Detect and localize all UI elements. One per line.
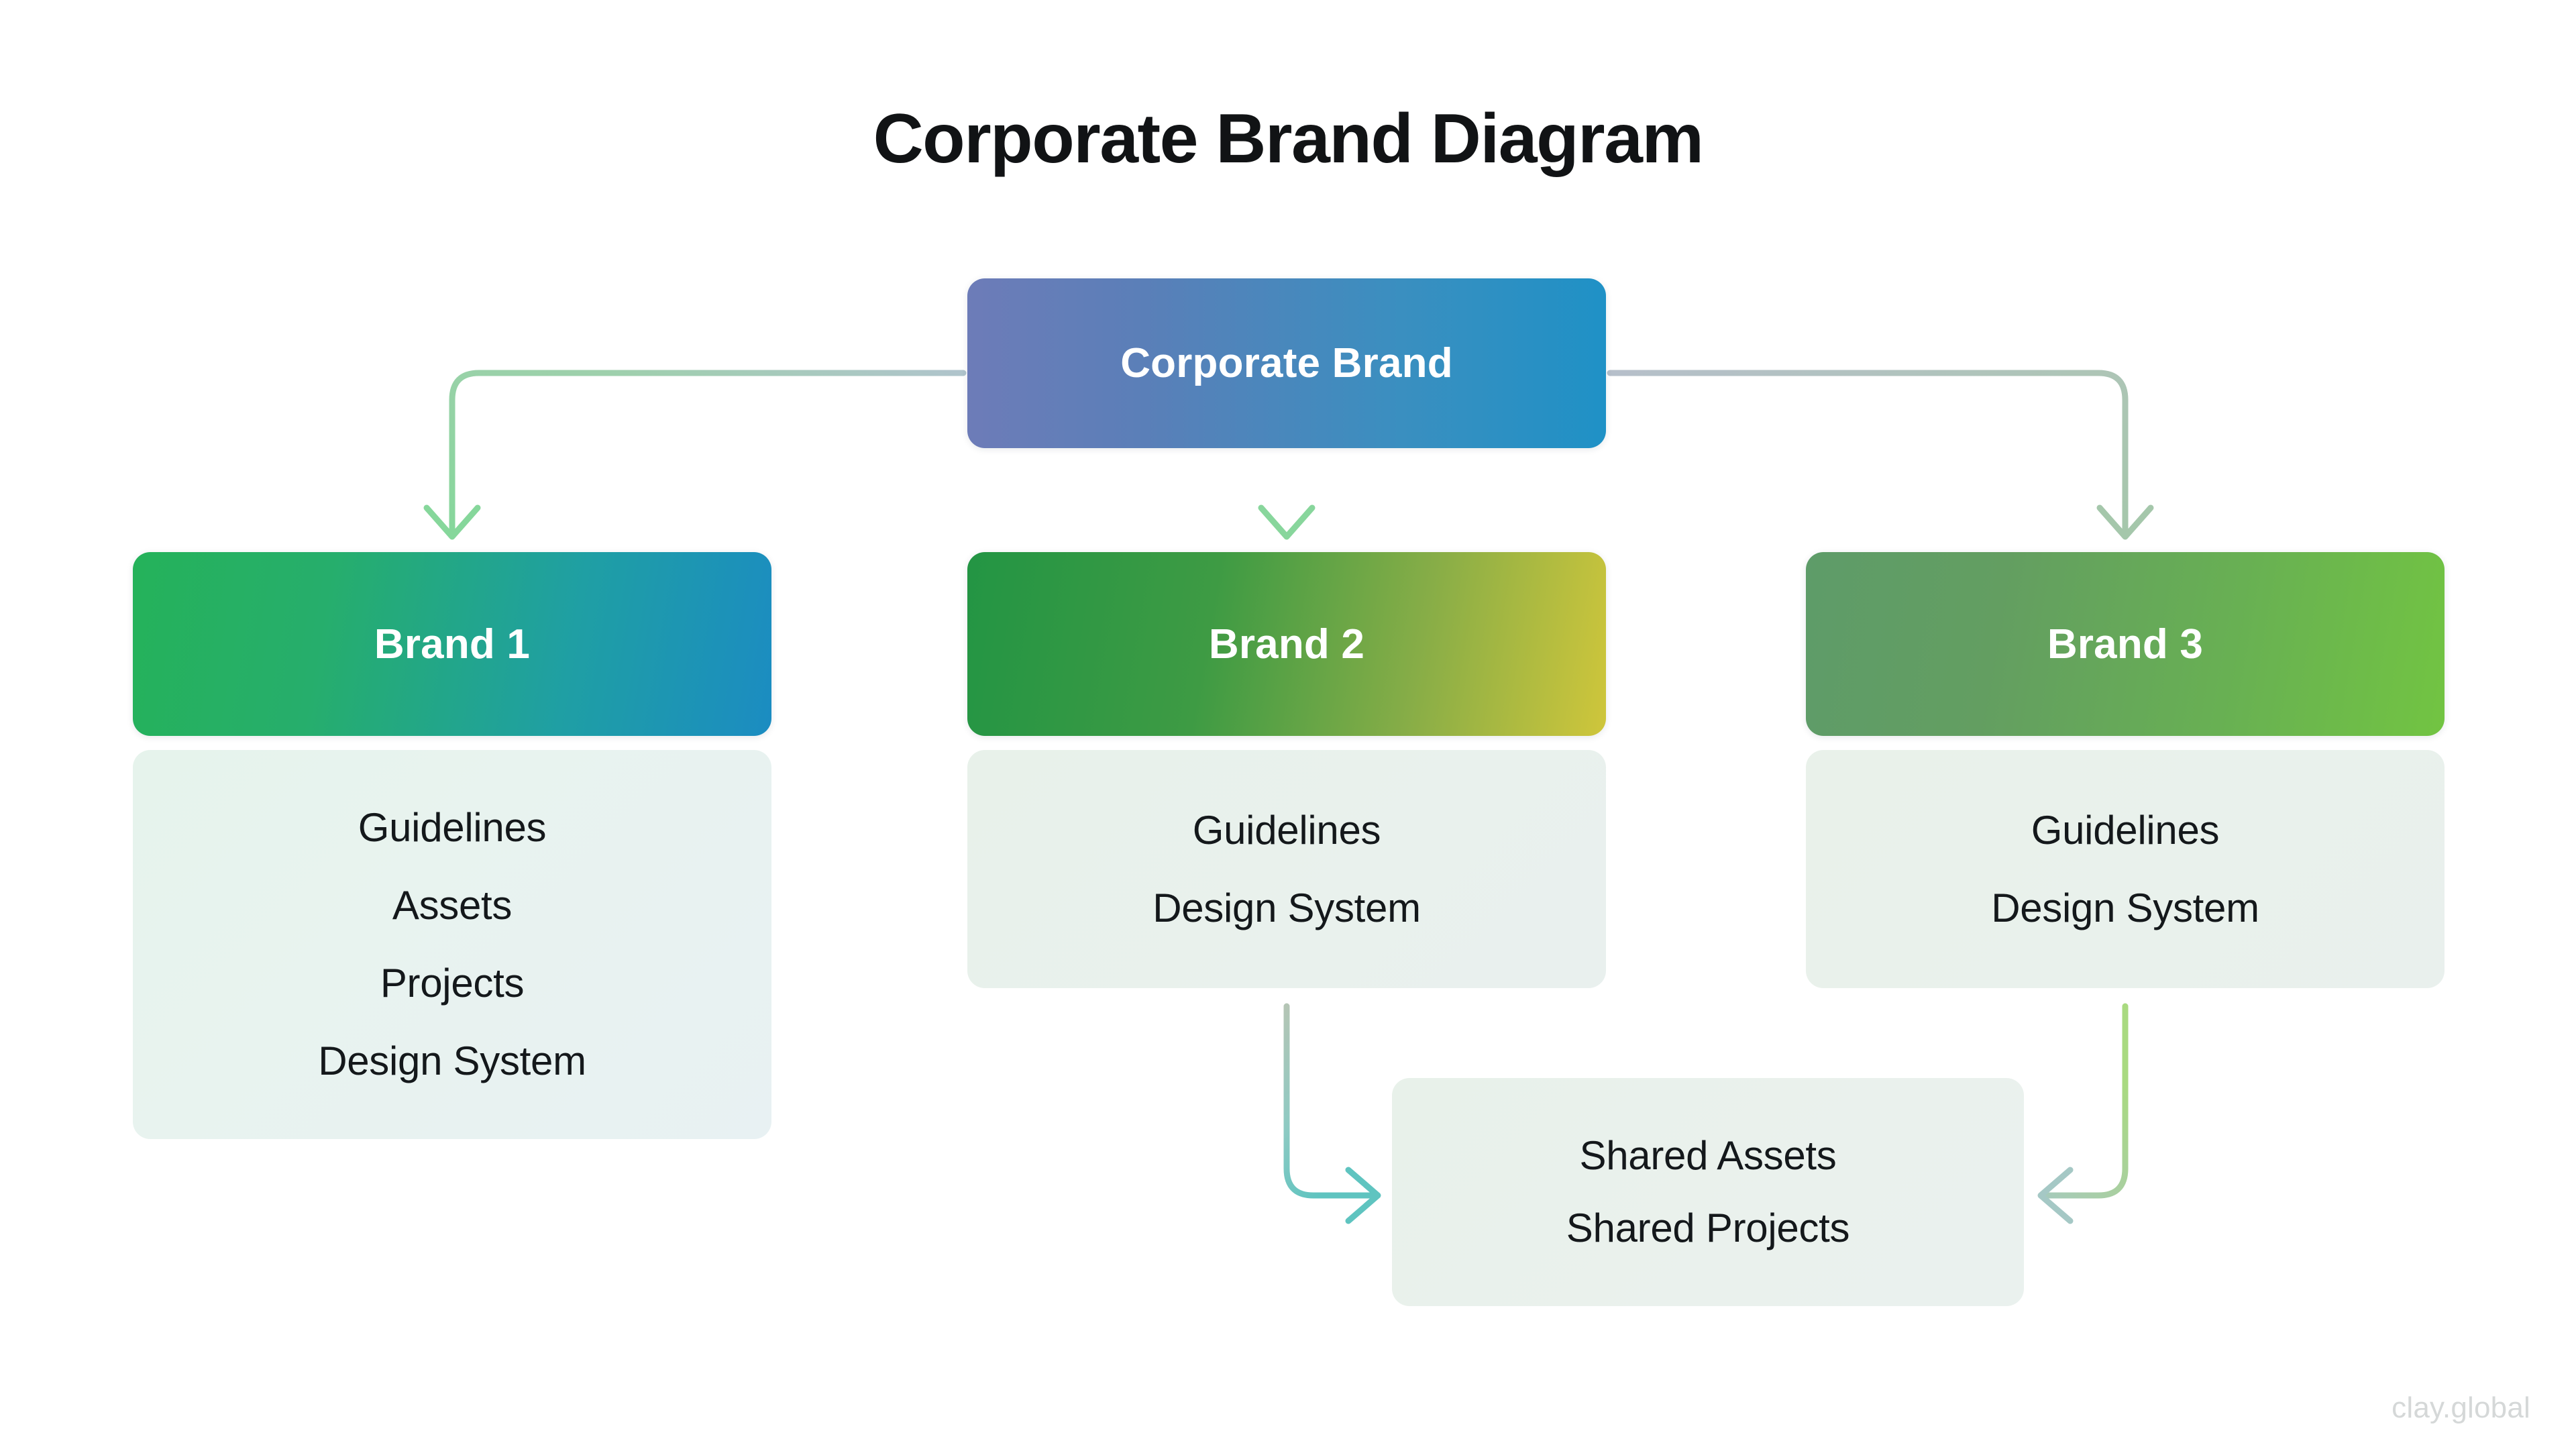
list-item: Guidelines bbox=[358, 805, 547, 850]
panel-brand-1: Guidelines Assets Projects Design System bbox=[133, 750, 771, 1139]
node-brand-2-label: Brand 2 bbox=[1208, 621, 1365, 667]
connector-root-to-brand-1 bbox=[423, 370, 967, 540]
page-title: Corporate Brand Diagram bbox=[873, 100, 1704, 178]
list-item: Shared Assets bbox=[1579, 1133, 1837, 1178]
connector-brand-3-to-shared bbox=[2037, 1003, 2129, 1224]
list-item: Guidelines bbox=[1192, 807, 1381, 853]
node-brand-2[interactable]: Brand 2 bbox=[967, 552, 1606, 736]
node-corporate-brand-label: Corporate Brand bbox=[1120, 340, 1453, 386]
connector-root-to-brand-2 bbox=[1258, 466, 1316, 540]
list-item: Design System bbox=[318, 1038, 586, 1083]
node-brand-3[interactable]: Brand 3 bbox=[1806, 552, 2445, 736]
connector-brand-2-to-shared bbox=[1283, 1003, 1381, 1224]
list-item: Guidelines bbox=[2031, 807, 2220, 853]
panel-brand-2: Guidelines Design System bbox=[967, 750, 1606, 988]
node-brand-3-label: Brand 3 bbox=[2047, 621, 2204, 667]
list-item: Design System bbox=[1991, 885, 2259, 930]
panel-brand-3: Guidelines Design System bbox=[1806, 750, 2445, 988]
watermark: clay.global bbox=[2392, 1391, 2530, 1424]
panel-shared: Shared Assets Shared Projects bbox=[1392, 1078, 2024, 1306]
node-brand-1[interactable]: Brand 1 bbox=[133, 552, 771, 736]
connector-root-to-brand-3 bbox=[1607, 370, 2154, 540]
list-item: Design System bbox=[1152, 885, 1421, 930]
node-brand-1-label: Brand 1 bbox=[374, 621, 531, 667]
list-item: Projects bbox=[380, 961, 525, 1006]
list-item: Shared Projects bbox=[1566, 1205, 1850, 1250]
node-corporate-brand[interactable]: Corporate Brand bbox=[967, 278, 1606, 448]
list-item: Assets bbox=[392, 883, 513, 928]
